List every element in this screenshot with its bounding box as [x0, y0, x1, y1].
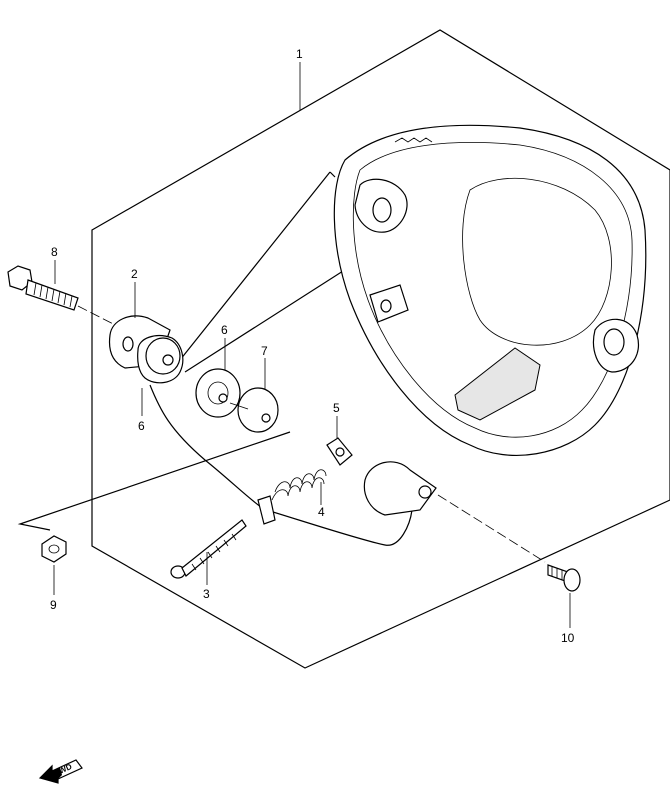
callout-8: 8 [51, 245, 58, 259]
plate-part-5 [326, 437, 353, 466]
spring-part-4 [271, 469, 327, 501]
screw-part-10 [547, 564, 581, 592]
assembly-frame [91, 29, 670, 669]
screw-part-3 [170, 519, 247, 579]
adjust-wire-2 [259, 507, 413, 546]
callout-6a: 6 [221, 323, 228, 337]
sub-assembly-frame-4 [17, 431, 291, 531]
callout-9: 9 [50, 598, 57, 612]
forward-arrow-icon: FWD [38, 759, 83, 784]
callout-4: 4 [318, 505, 325, 519]
callout-5: 5 [333, 401, 340, 415]
adjuster-bracket [363, 461, 437, 516]
callout-3: 3 [203, 587, 210, 601]
cushion-part-6-right [195, 368, 241, 418]
washer-part-7 [237, 387, 279, 433]
callout-6b: 6 [138, 419, 145, 433]
sub-assembly-frame [179, 171, 331, 361]
callout-7: 7 [261, 344, 268, 358]
headlamp-housing [333, 124, 647, 456]
shaft-line [229, 402, 249, 410]
nut-part-9 [41, 535, 67, 563]
leader-10-dash [437, 494, 546, 563]
callout-2: 2 [131, 267, 138, 281]
callout-1: 1 [296, 47, 303, 61]
cushion-part-6-left [137, 335, 184, 384]
wire-clip [257, 495, 276, 525]
sub-assembly-frame-2 [329, 171, 336, 178]
callout-10: 10 [561, 631, 575, 645]
bolt-part-8 [7, 265, 79, 311]
adjust-wire [149, 384, 266, 511]
